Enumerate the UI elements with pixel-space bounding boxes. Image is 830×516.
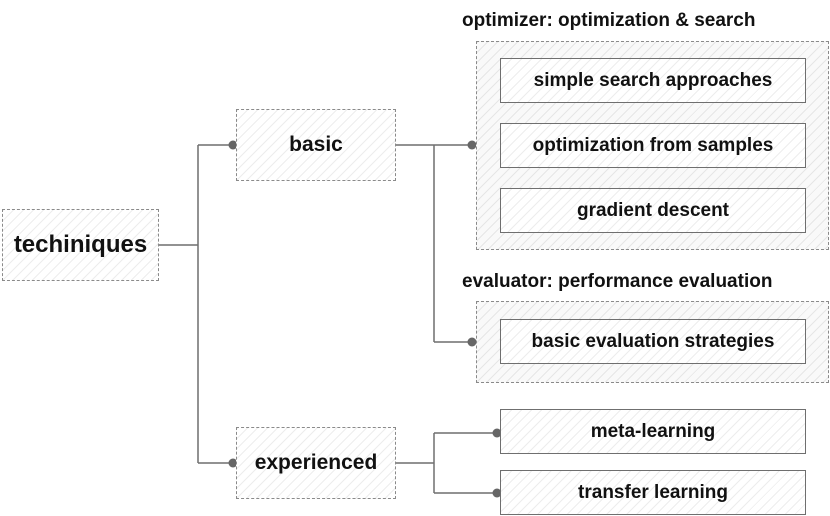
connector-dot-evaluator — [467, 337, 477, 347]
root-node: techiniques — [2, 209, 159, 281]
connector-dot-experienced — [228, 458, 238, 468]
branch-node-experienced: experienced — [236, 427, 396, 499]
connector-dot-transfer-learning — [492, 488, 502, 498]
connector-dot-optimizer — [467, 140, 477, 150]
optimizer-item-optimization-from-samples: optimization from samples — [500, 123, 806, 168]
optimizer-item-gradient-descent: gradient descent — [500, 188, 806, 233]
connector-dot-meta-learning — [492, 428, 502, 438]
connector-dot-basic — [228, 140, 238, 150]
evaluator-item-basic-evaluation: basic evaluation strategies — [500, 319, 806, 364]
experienced-item-transfer-learning: transfer learning — [500, 470, 806, 515]
optimizer-item-simple-search: simple search approaches — [500, 58, 806, 103]
experienced-item-meta-learning: meta-learning — [500, 409, 806, 454]
branch-node-basic: basic — [236, 109, 396, 181]
group-title-evaluator: evaluator: performance evaluation — [462, 271, 773, 292]
group-title-optimizer: optimizer: optimization & search — [462, 10, 756, 31]
